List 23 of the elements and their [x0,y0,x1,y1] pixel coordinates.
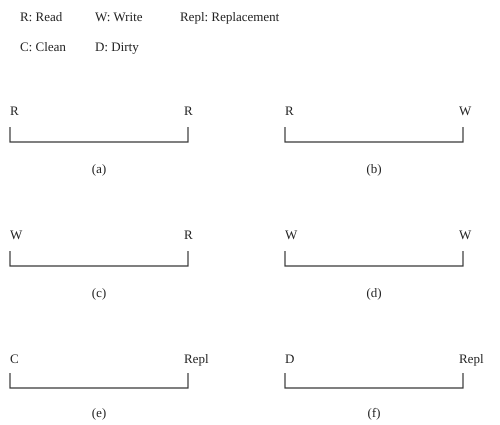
legend-text: Repl: Replacement [180,10,280,23]
event-label: R [184,104,193,117]
event-label: R [184,228,193,241]
panel-caption: (a) [92,162,106,175]
event-label: W [459,228,472,241]
event-label: W [10,228,22,241]
event-label: Repl [184,352,209,365]
panel-caption: (e) [92,406,106,419]
event-label: C [10,352,19,365]
panel-caption: (b) [366,162,382,175]
event-label: W [285,228,298,241]
event-label: D [285,352,294,365]
legend-text: C: Clean [20,40,66,53]
panel-caption: (c) [92,286,106,299]
event-label: R [285,104,294,117]
event-label: W [459,104,472,117]
legend-text: D: Dirty [95,40,139,53]
legend-text: R: Read [20,10,62,23]
panel-caption: (f) [368,406,380,419]
legend-text: W: Write [95,10,142,23]
event-label: R [10,104,19,117]
event-label: Repl [459,352,484,365]
panel-caption: (d) [366,286,382,299]
